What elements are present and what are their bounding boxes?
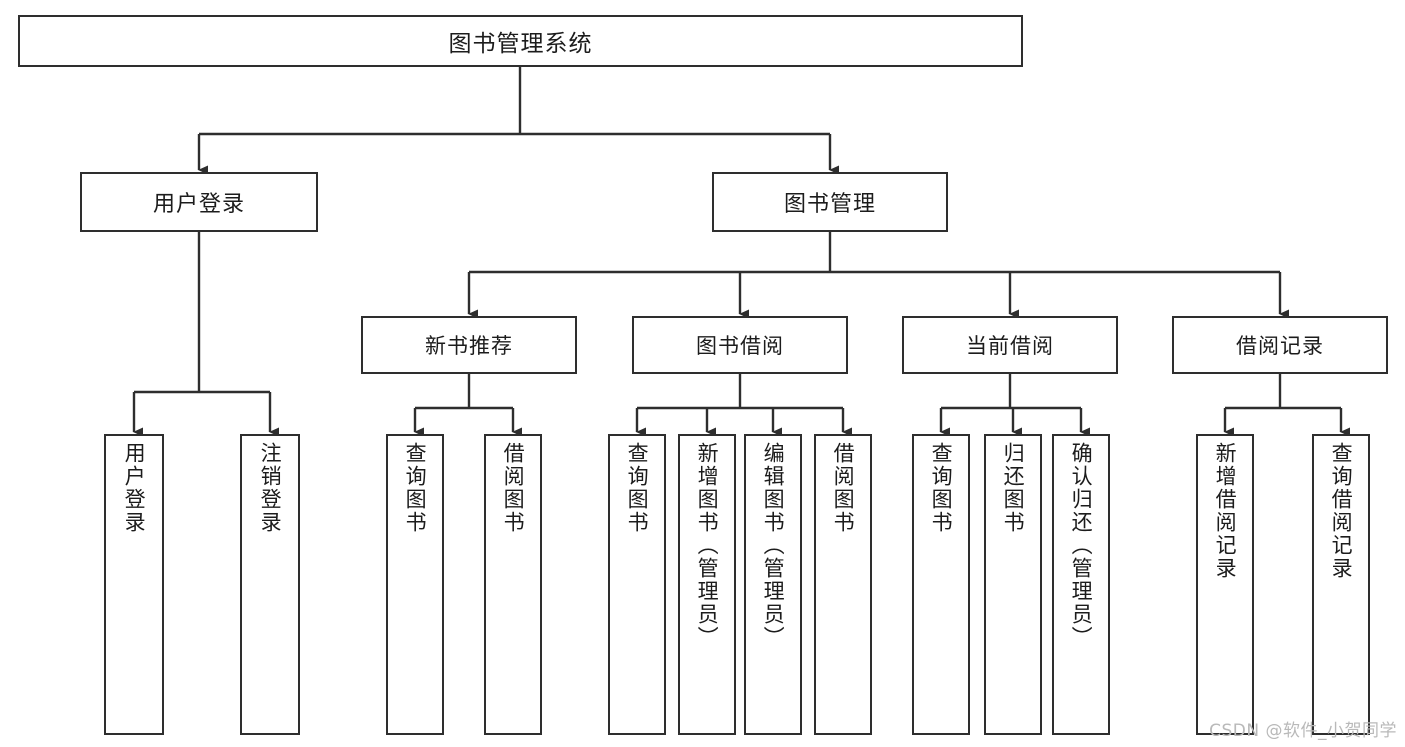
- watermark-text: CSDN @软件_小贺同学: [1209, 721, 1397, 741]
- node-leaf-query-book-nb[interactable]: 查询图书: [386, 434, 444, 735]
- node-leaf-add-record-label: 新增借阅记录: [1213, 442, 1238, 580]
- node-leaf-add-book[interactable]: 新增图书（管理员）: [678, 434, 736, 735]
- node-book-manage[interactable]: 图书管理: [712, 172, 948, 232]
- node-leaf-query-book-cb[interactable]: 查询图书: [912, 434, 970, 735]
- node-leaf-query-book-bb-label: 查询图书: [625, 442, 650, 534]
- node-user-login-label: 用户登录: [152, 192, 245, 217]
- node-current-borrow[interactable]: 当前借阅: [902, 316, 1118, 374]
- node-leaf-query-book-cb-label: 查询图书: [929, 442, 954, 534]
- node-root[interactable]: 图书管理系统: [18, 15, 1023, 67]
- node-leaf-user-login[interactable]: 用户登录: [104, 434, 164, 735]
- node-leaf-user-logout-label: 注销登录: [258, 442, 283, 534]
- node-leaf-user-login-label: 用户登录: [122, 442, 147, 534]
- node-leaf-confirm-return[interactable]: 确认归还（管理员）: [1052, 434, 1110, 735]
- node-leaf-borrow-book-nb-label: 借阅图书: [501, 442, 526, 534]
- node-leaf-borrow-book-nb[interactable]: 借阅图书: [484, 434, 542, 735]
- node-leaf-query-record[interactable]: 查询借阅记录: [1312, 434, 1370, 735]
- node-leaf-query-book-bb[interactable]: 查询图书: [608, 434, 666, 735]
- node-leaf-confirm-return-label: 确认归还（管理员）: [1069, 442, 1094, 649]
- node-new-book-rec-label: 新书推荐: [425, 334, 513, 358]
- node-root-label: 图书管理系统: [448, 31, 593, 57]
- node-leaf-return-book-label: 归还图书: [1001, 442, 1026, 534]
- node-borrow-record[interactable]: 借阅记录: [1172, 316, 1388, 374]
- node-user-login[interactable]: 用户登录: [80, 172, 318, 232]
- node-leaf-add-record[interactable]: 新增借阅记录: [1196, 434, 1254, 735]
- node-book-manage-label: 图书管理: [783, 192, 876, 217]
- node-leaf-borrow-book-bb-label: 借阅图书: [831, 442, 856, 534]
- node-leaf-edit-book[interactable]: 编辑图书（管理员）: [744, 434, 802, 735]
- node-leaf-return-book[interactable]: 归还图书: [984, 434, 1042, 735]
- node-leaf-add-book-label: 新增图书（管理员）: [695, 442, 720, 649]
- node-leaf-borrow-book-bb[interactable]: 借阅图书: [814, 434, 872, 735]
- node-leaf-user-logout[interactable]: 注销登录: [240, 434, 300, 735]
- node-book-borrow-label: 图书借阅: [696, 334, 784, 358]
- node-borrow-record-label: 借阅记录: [1236, 334, 1324, 358]
- node-leaf-query-record-label: 查询借阅记录: [1329, 442, 1354, 580]
- node-leaf-query-book-nb-label: 查询图书: [403, 442, 428, 534]
- connector-group: [132, 67, 1350, 437]
- node-leaf-edit-book-label: 编辑图书（管理员）: [761, 442, 786, 649]
- node-new-book-rec[interactable]: 新书推荐: [361, 316, 577, 374]
- node-book-borrow[interactable]: 图书借阅: [632, 316, 848, 374]
- node-current-borrow-label: 当前借阅: [966, 334, 1054, 358]
